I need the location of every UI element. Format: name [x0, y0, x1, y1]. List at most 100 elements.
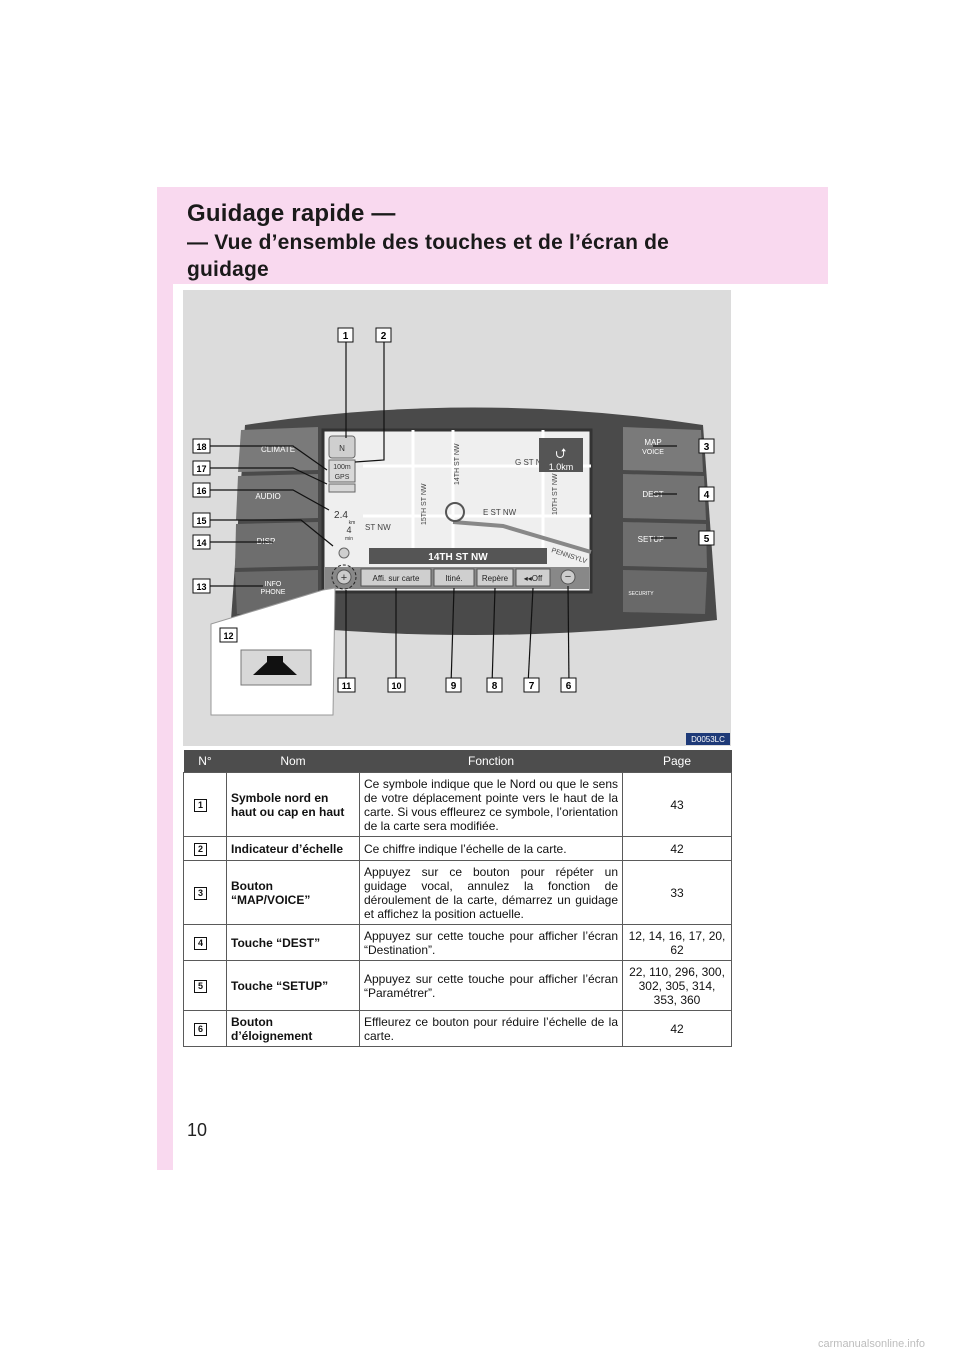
title-line-1: Guidage rapide —	[187, 200, 396, 227]
voice-button-label: VOICE	[642, 449, 664, 456]
security-label: SECURITY	[628, 591, 654, 597]
row-number: 5	[194, 980, 207, 993]
north-up-icon	[328, 435, 356, 459]
zoom-in-icon	[336, 569, 352, 585]
callout-10: 10	[391, 681, 401, 691]
info-button-label: INFO	[265, 581, 282, 588]
left-button-column: CLIMATE AUDIO DISP INFO PHONE	[235, 427, 318, 614]
table-row: 6 Bouton d’éloignement Effleurez ce bout…	[183, 1010, 732, 1047]
callout-6: 6	[566, 681, 572, 692]
navigation-figure: CLIMATE AUDIO DISP INFO PHONE MAP VOICE …	[183, 290, 731, 746]
figure-code: D0053LC	[691, 735, 725, 744]
turn-arrow-icon: ⮍	[555, 445, 566, 461]
affi-sur-carte-label: Affi. sur carte	[373, 574, 421, 583]
row-number: 1	[194, 799, 207, 812]
zoom-out-icon	[560, 569, 576, 585]
table-row: 4 Touche “DEST” Appuyez sur cette touche…	[183, 924, 732, 961]
time-unit: min	[345, 536, 353, 542]
north-label: N	[339, 444, 345, 453]
repere-label: Repère	[482, 574, 509, 583]
callout-4: 4	[704, 490, 710, 501]
svg-text:−: −	[565, 571, 571, 583]
callout-2: 2	[381, 331, 387, 342]
callout-numbers: 1 2 3 4 5 6 7 8 9 10 11 12 13 14 15 16 1…	[192, 327, 715, 693]
screen-mode-icon	[338, 547, 350, 559]
row-nom: Bouton “MAP/VOICE”	[226, 860, 360, 925]
row-number: 2	[194, 843, 207, 856]
map-screen: G ST NW E ST NW ST NW 15TH ST NW 14TH ST…	[321, 428, 593, 594]
turn-distance: 1.0km	[549, 462, 574, 472]
callout-18: 18	[196, 442, 206, 452]
watermark: carmanualsonline.info	[818, 1338, 926, 1350]
row-nom: Touche “SETUP”	[226, 960, 360, 1011]
title-line-2: — Vue d’ensemble des touches et de l’écr…	[187, 231, 670, 254]
col-no: N°	[183, 750, 227, 773]
callout-13: 13	[196, 582, 206, 592]
right-button-column: MAP VOICE DEST SETUP SECURITY	[623, 427, 707, 614]
row-nom: Touche “DEST”	[226, 924, 360, 961]
leader-lines	[209, 342, 677, 686]
map-direction-icon	[253, 656, 297, 675]
current-position-icon	[445, 502, 465, 522]
callout-3: 3	[704, 442, 710, 453]
street-14th: 14TH ST NW	[454, 443, 461, 485]
turn-indicator	[539, 438, 583, 472]
row-nom: Bouton d’éloignement	[226, 1010, 360, 1047]
distance-unit: km	[349, 520, 356, 526]
gps-label: GPS	[335, 474, 350, 481]
callout-16: 16	[196, 486, 206, 496]
table-row: 2 Indicateur d’échelle Ce chiffre indiqu…	[183, 836, 732, 861]
street-st: ST NW	[365, 523, 391, 532]
callout-12: 12	[223, 631, 233, 641]
distance-value: 2.4	[334, 510, 348, 521]
street-e: E ST NW	[483, 508, 517, 517]
off-label: ◂◂Off	[524, 574, 543, 583]
table-row: 3 Bouton “MAP/VOICE” Appuyez sur ce bout…	[183, 860, 732, 925]
climate-button-label: CLIMATE	[261, 445, 295, 454]
setup-button-label: SETUP	[638, 535, 665, 544]
time-value: 4	[346, 525, 351, 535]
street-10th: 10TH ST NW	[552, 473, 559, 515]
row-fonction: Ce symbole indique que le Nord ou que le…	[359, 772, 623, 837]
row-number: 3	[194, 887, 207, 900]
scale-value: 100m	[333, 464, 351, 471]
row-nom: Indicateur d’échelle	[226, 836, 360, 861]
figure-code-badge	[686, 733, 730, 745]
current-street-bar	[369, 548, 547, 564]
callout-8: 8	[492, 681, 498, 692]
row-fonction: Ce chiffre indique l’échelle de la carte…	[359, 836, 623, 861]
street-15th: 15TH ST NW	[421, 483, 428, 525]
page-number: 10	[187, 1120, 208, 1140]
row-fonction: Appuyez sur cette touche pour afficher l…	[359, 924, 623, 961]
row-page: 43	[622, 772, 732, 837]
side-band	[157, 187, 173, 1170]
callout-11: 11	[342, 681, 352, 691]
title-line-3: guidage	[187, 258, 269, 281]
phone-button-label: PHONE	[261, 589, 286, 596]
map-button-label: MAP	[644, 438, 661, 447]
row-number: 6	[194, 1023, 207, 1036]
callout-14: 14	[196, 538, 206, 548]
callout-9: 9	[451, 681, 457, 692]
route-line	[452, 520, 592, 554]
row-page: 42	[622, 1010, 732, 1047]
callout-1: 1	[343, 331, 349, 342]
row-number: 4	[194, 937, 207, 950]
header-band	[157, 187, 828, 284]
street-g: G ST NW	[515, 458, 550, 467]
callout-7: 7	[529, 681, 535, 692]
callout-17: 17	[196, 464, 206, 474]
row-page: 12, 14, 16, 17, 20, 62	[622, 924, 732, 961]
callout-5: 5	[704, 534, 710, 545]
itine-label: Itiné.	[445, 574, 462, 583]
audio-button-label: AUDIO	[255, 492, 280, 501]
svg-text:+: +	[341, 572, 347, 584]
col-fonction: Fonction	[359, 750, 623, 773]
row-fonction: Appuyez sur cette touche pour afficher l…	[359, 960, 623, 1011]
row-page: 42	[622, 836, 732, 861]
row-page: 22, 110, 296, 300, 302, 305, 314, 353, 3…	[622, 960, 732, 1011]
table-header-row: N° Nom Fonction Page	[183, 750, 732, 773]
current-street: 14TH ST NW	[428, 552, 488, 563]
row-page: 33	[622, 860, 732, 925]
row-fonction: Appuyez sur ce bouton pour répéter un gu…	[359, 860, 623, 925]
